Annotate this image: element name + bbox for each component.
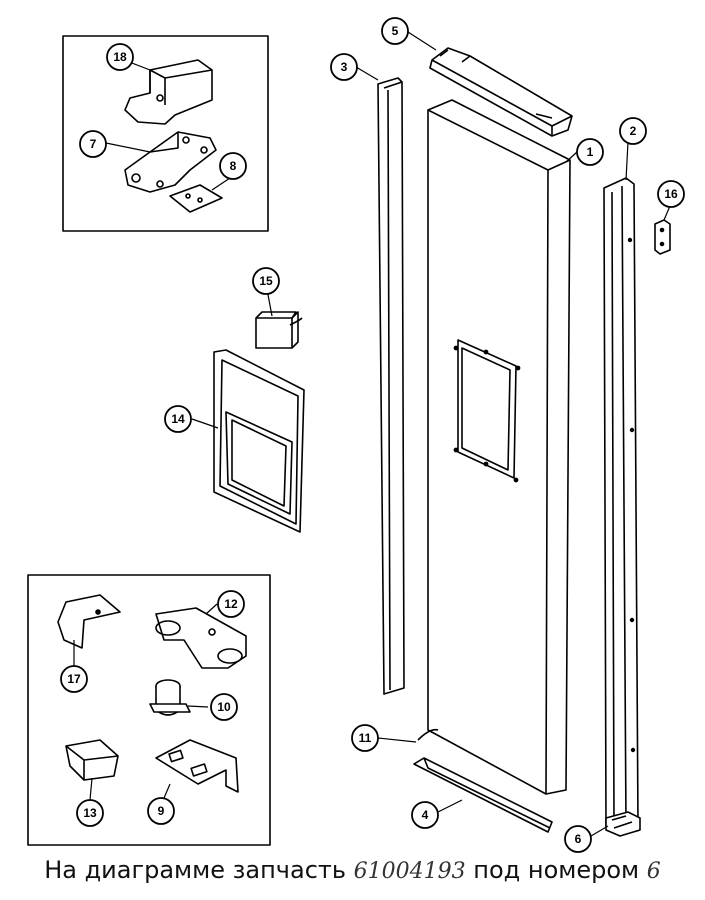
callout-16-label: 16	[664, 187, 678, 201]
callout-18-label: 18	[113, 50, 127, 64]
part-16-bracket	[654, 219, 671, 255]
callout-10-label: 10	[217, 700, 231, 714]
part-3-door-strip	[377, 77, 405, 695]
part-11-clip	[417, 728, 439, 741]
callout-6-label: 6	[575, 832, 582, 846]
callout-18-circle	[106, 43, 134, 71]
callout-1-label: 1	[587, 145, 594, 159]
caption-position: 6	[646, 859, 661, 884]
part-2-side-trim	[603, 177, 639, 833]
part-12-hinge-bracket	[155, 607, 247, 669]
callout-5-label: 5	[392, 24, 399, 38]
part-9-hinge-base	[155, 739, 239, 793]
part-15-switch	[255, 311, 303, 349]
part-10-hinge-pin	[149, 679, 191, 716]
callout-17-circle	[60, 665, 88, 693]
callout-4-circle	[411, 801, 439, 829]
part-8-shim	[169, 184, 223, 213]
callout-12-circle	[217, 590, 245, 618]
callout-2-label: 2	[630, 124, 637, 138]
callout-7-circle	[79, 130, 107, 158]
callout-9-label: 9	[158, 804, 165, 818]
callout-7-label: 7	[90, 137, 97, 151]
callout-3-label: 3	[341, 60, 348, 74]
leader-lines	[73, 31, 671, 837]
callout-8-label: 8	[230, 159, 237, 173]
callout-13-circle	[76, 799, 104, 827]
part-5-top-cap	[429, 47, 573, 137]
callout-5-circle	[381, 17, 409, 45]
caption-middle: под номером	[473, 856, 640, 884]
caption: На диаграмме запчасть 61004193 под номер…	[0, 856, 705, 896]
callout-1-circle	[576, 138, 604, 166]
part-17-bracket	[57, 594, 121, 649]
caption-prefix: На диаграмме запчасть	[44, 856, 347, 884]
callout-9-circle	[147, 797, 175, 825]
callout-14-circle	[164, 405, 192, 433]
callout-6-circle	[564, 825, 592, 853]
caption-part-number: 61004193	[353, 859, 466, 884]
part-13-hinge-cover	[65, 739, 119, 781]
callout-13-label: 13	[83, 806, 97, 820]
callout-4-label: 4	[422, 808, 429, 822]
part-6-end-cap	[605, 811, 641, 837]
part-4-bottom-cap	[413, 757, 553, 833]
callout-11-circle	[351, 724, 379, 752]
callout-8-circle	[219, 152, 247, 180]
callout-16-circle	[657, 180, 685, 208]
callout-11-label: 11	[359, 731, 372, 745]
callout-14-label: 14	[171, 412, 185, 426]
callout-12-label: 12	[224, 597, 238, 611]
callout-10-circle	[210, 693, 238, 721]
part-1-door-panel	[427, 99, 571, 795]
callout-circles	[60, 17, 685, 853]
part-18-hinge-cover	[124, 59, 213, 125]
callout-2-circle	[619, 117, 647, 145]
callout-15-label: 15	[259, 274, 273, 288]
callout-17-label: 17	[67, 672, 81, 686]
callout-3-circle	[330, 53, 358, 81]
callout-15-circle	[252, 267, 280, 295]
part-14-dispenser-frame	[213, 349, 305, 533]
part-7-hinge-plate	[124, 131, 217, 193]
